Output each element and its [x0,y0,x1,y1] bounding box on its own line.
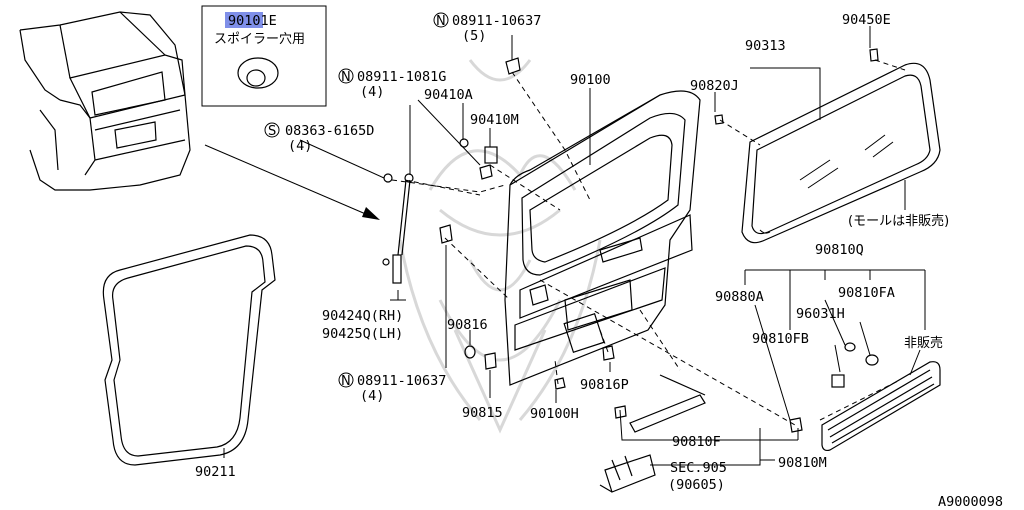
section-ref-905: SEC.905 [670,460,727,476]
qty-label-4b: (4) [288,138,312,154]
molding-not-sold-note: (モールは非販売) [848,213,949,229]
part-label-90100: 90100 [570,72,611,88]
qty-label-4c: (4) [360,388,384,404]
part-label-90810f: 90810F [672,434,721,450]
part-label-90211: 90211 [195,464,236,480]
section-ref-90605: (90605) [668,477,725,493]
weatherstrip [102,234,276,466]
part-label-90425q: 90425Q(LH) [322,326,403,342]
door-handle [599,454,656,493]
part-label-90450e: 90450E [842,12,891,28]
finisher-molding [629,374,706,433]
back-window-glass [741,62,941,244]
part-label-90810fb: 90810FB [752,331,809,347]
part-label-08911-10637-top: 08911-10637 [452,13,541,29]
part-label-90424q: 90424Q(RH) [322,308,403,324]
part-label-96031h: 96031H [796,306,845,322]
spoiler-plug-inner [246,69,266,87]
highlight-box [225,12,263,28]
part-label-90313: 90313 [745,38,786,54]
part-label-08363-6165d: 08363-6165D [285,123,374,139]
nut-symbol-3: N [341,374,351,389]
part-label-90820j: 90820J [690,78,739,94]
part-label-90810q: 90810Q [815,242,864,258]
gas-stay-strut [382,173,414,284]
part-label-90810m: 90810M [778,455,827,471]
qty-label-5: (5) [462,28,486,44]
circled-symbols [264,12,449,388]
dashed-leaders [391,59,906,426]
fasteners [383,48,879,433]
assembly-arrow [204,144,376,219]
spoiler-inset-box [201,5,327,107]
part-label-90101e: 90101E [228,13,277,29]
arrow-head [362,207,380,220]
back-door-panel [504,90,701,386]
vehicle-rear-view [19,11,191,191]
back-door-finisher [819,361,941,452]
diagram-code: A9000098 [938,494,1003,510]
spoiler-note-label: スポイラー穴用 [214,32,305,47]
not-sold-note: 非販売 [904,335,943,351]
part-label-08911-1081g: 08911-1081G [357,69,446,85]
part-label-90410m: 90410M [470,112,519,128]
screw-symbol: S [268,124,276,139]
leader-lines [223,26,926,466]
part-label-90100h: 90100H [530,406,579,422]
part-label-90816p: 90816P [580,377,629,393]
part-label-90815: 90815 [462,405,503,421]
nut-symbol: N [436,14,446,29]
qty-label-4a: (4) [360,84,384,100]
part-label-90410a: 90410A [424,87,473,103]
spoiler-plug [237,57,279,89]
part-label-90880a: 90880A [715,289,764,305]
part-label-90816: 90816 [447,317,488,333]
part-label-90810fa: 90810FA [838,285,895,301]
nut-symbol-2: N [341,70,351,85]
part-label-08911-10637-bottom: 08911-10637 [357,373,446,389]
